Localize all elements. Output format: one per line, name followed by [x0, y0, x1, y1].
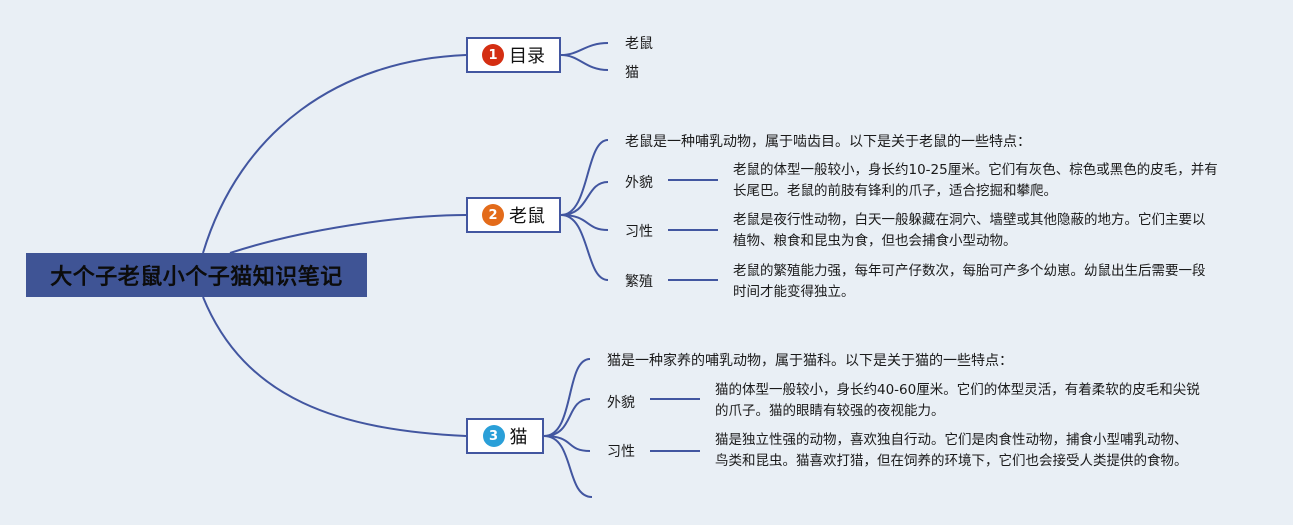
cat-intro[interactable]: 猫是一种家养的哺乳动物，属于猫科。以下是关于猫的一些特点： [607, 353, 1013, 369]
link-root-mouse [229, 214, 467, 254]
topic-toc-title: 目录 [509, 46, 545, 67]
mouse-section-label-breeding[interactable]: 繁殖 [625, 274, 653, 290]
link-root-toc [202, 54, 467, 254]
mouse-section-label-habit[interactable]: 习性 [625, 224, 653, 240]
link-mouse-appearance [560, 181, 609, 216]
root-topic[interactable]: 大个子老鼠小个子猫知识笔记 [26, 253, 367, 297]
link-cat-appearance [543, 398, 591, 437]
cat-section-label-appearance[interactable]: 外貌 [607, 395, 635, 411]
link-toc-cat [560, 54, 609, 71]
cat-section-label-habit[interactable]: 习性 [607, 444, 635, 460]
cat-section-text-appearance[interactable]: 猫的体型一般较小，身长约40-60厘米。它们的体型灵活，有着柔软的皮毛和尖锐 的… [715, 382, 1200, 419]
root-title: 大个子老鼠小个子猫知识笔记 [50, 265, 343, 290]
link-cat-intro [543, 358, 591, 437]
link-mouse-breeding [560, 214, 609, 281]
topic-mouse[interactable]: 2 老鼠 [466, 197, 561, 233]
link-mouse-habit [560, 214, 609, 231]
number-2-icon: 2 [482, 204, 504, 226]
topic-mouse-title: 老鼠 [509, 206, 545, 227]
link-mouse-intro [560, 139, 609, 216]
mouse-section-text-appearance[interactable]: 老鼠的体型一般较小，身长约10-25厘米。它们有灰色、棕色或黑色的皮毛，并有 长… [733, 162, 1218, 199]
link-cat-empty [543, 435, 593, 498]
link-root-cat [202, 296, 467, 437]
number-1-icon: 1 [482, 44, 504, 66]
topic-toc[interactable]: 1 目录 [466, 37, 561, 73]
topic-cat-title: 猫 [509, 427, 528, 448]
toc-item-mouse[interactable]: 老鼠 [625, 36, 653, 52]
topic-cat[interactable]: 3 猫 [466, 418, 544, 454]
mouse-intro[interactable]: 老鼠是一种哺乳动物，属于啮齿目。以下是关于老鼠的一些特点： [625, 134, 1031, 150]
mouse-section-text-habit[interactable]: 老鼠是夜行性动物，白天一般躲藏在洞穴、墙壁或其他隐蔽的地方。它们主要以 植物、粮… [733, 212, 1206, 249]
mouse-section-label-appearance[interactable]: 外貌 [625, 175, 653, 191]
link-toc-mouse [560, 42, 609, 56]
toc-item-cat[interactable]: 猫 [625, 65, 639, 81]
cat-section-text-habit[interactable]: 猫是独立性强的动物，喜欢独自行动。它们是肉食性动物，捕食小型哺乳动物、 鸟类和昆… [715, 432, 1188, 469]
number-3-icon: 3 [482, 425, 505, 447]
mouse-section-text-breeding[interactable]: 老鼠的繁殖能力强，每年可产仔数次，每胎可产多个幼崽。幼鼠出生后需要一段 时间才能… [733, 263, 1206, 300]
